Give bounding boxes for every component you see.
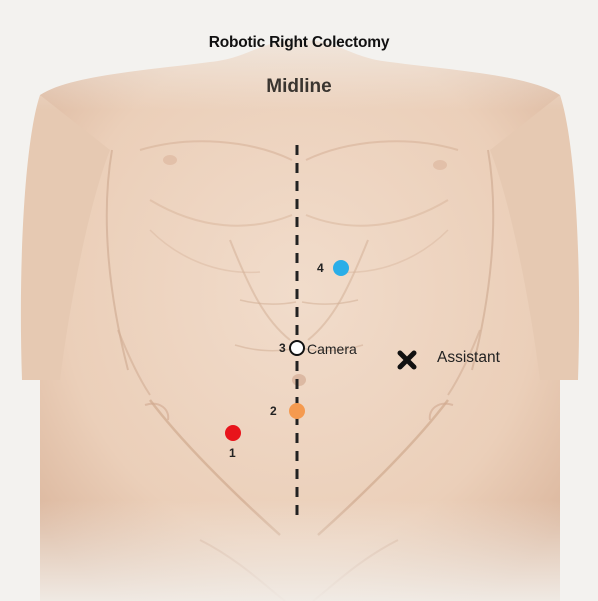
right-arm (490, 95, 580, 380)
port-2-marker (289, 403, 305, 419)
left-arm (20, 95, 111, 380)
port-3-label: 3 (279, 341, 286, 355)
port-3-camera-marker (289, 340, 305, 356)
camera-label: Camera (307, 341, 357, 357)
port-2-label: 2 (270, 404, 277, 418)
midline-label: Midline (266, 76, 332, 97)
torso-body (40, 40, 560, 601)
x-mark-icon (397, 350, 417, 370)
assistant-label: Assistant (437, 349, 500, 366)
port-1-label: 1 (229, 446, 236, 460)
port-4-marker (333, 260, 349, 276)
diagram-title: Robotic Right Colectomy (208, 34, 390, 51)
port-1-marker (225, 425, 241, 441)
port-4-label: 4 (317, 261, 324, 275)
